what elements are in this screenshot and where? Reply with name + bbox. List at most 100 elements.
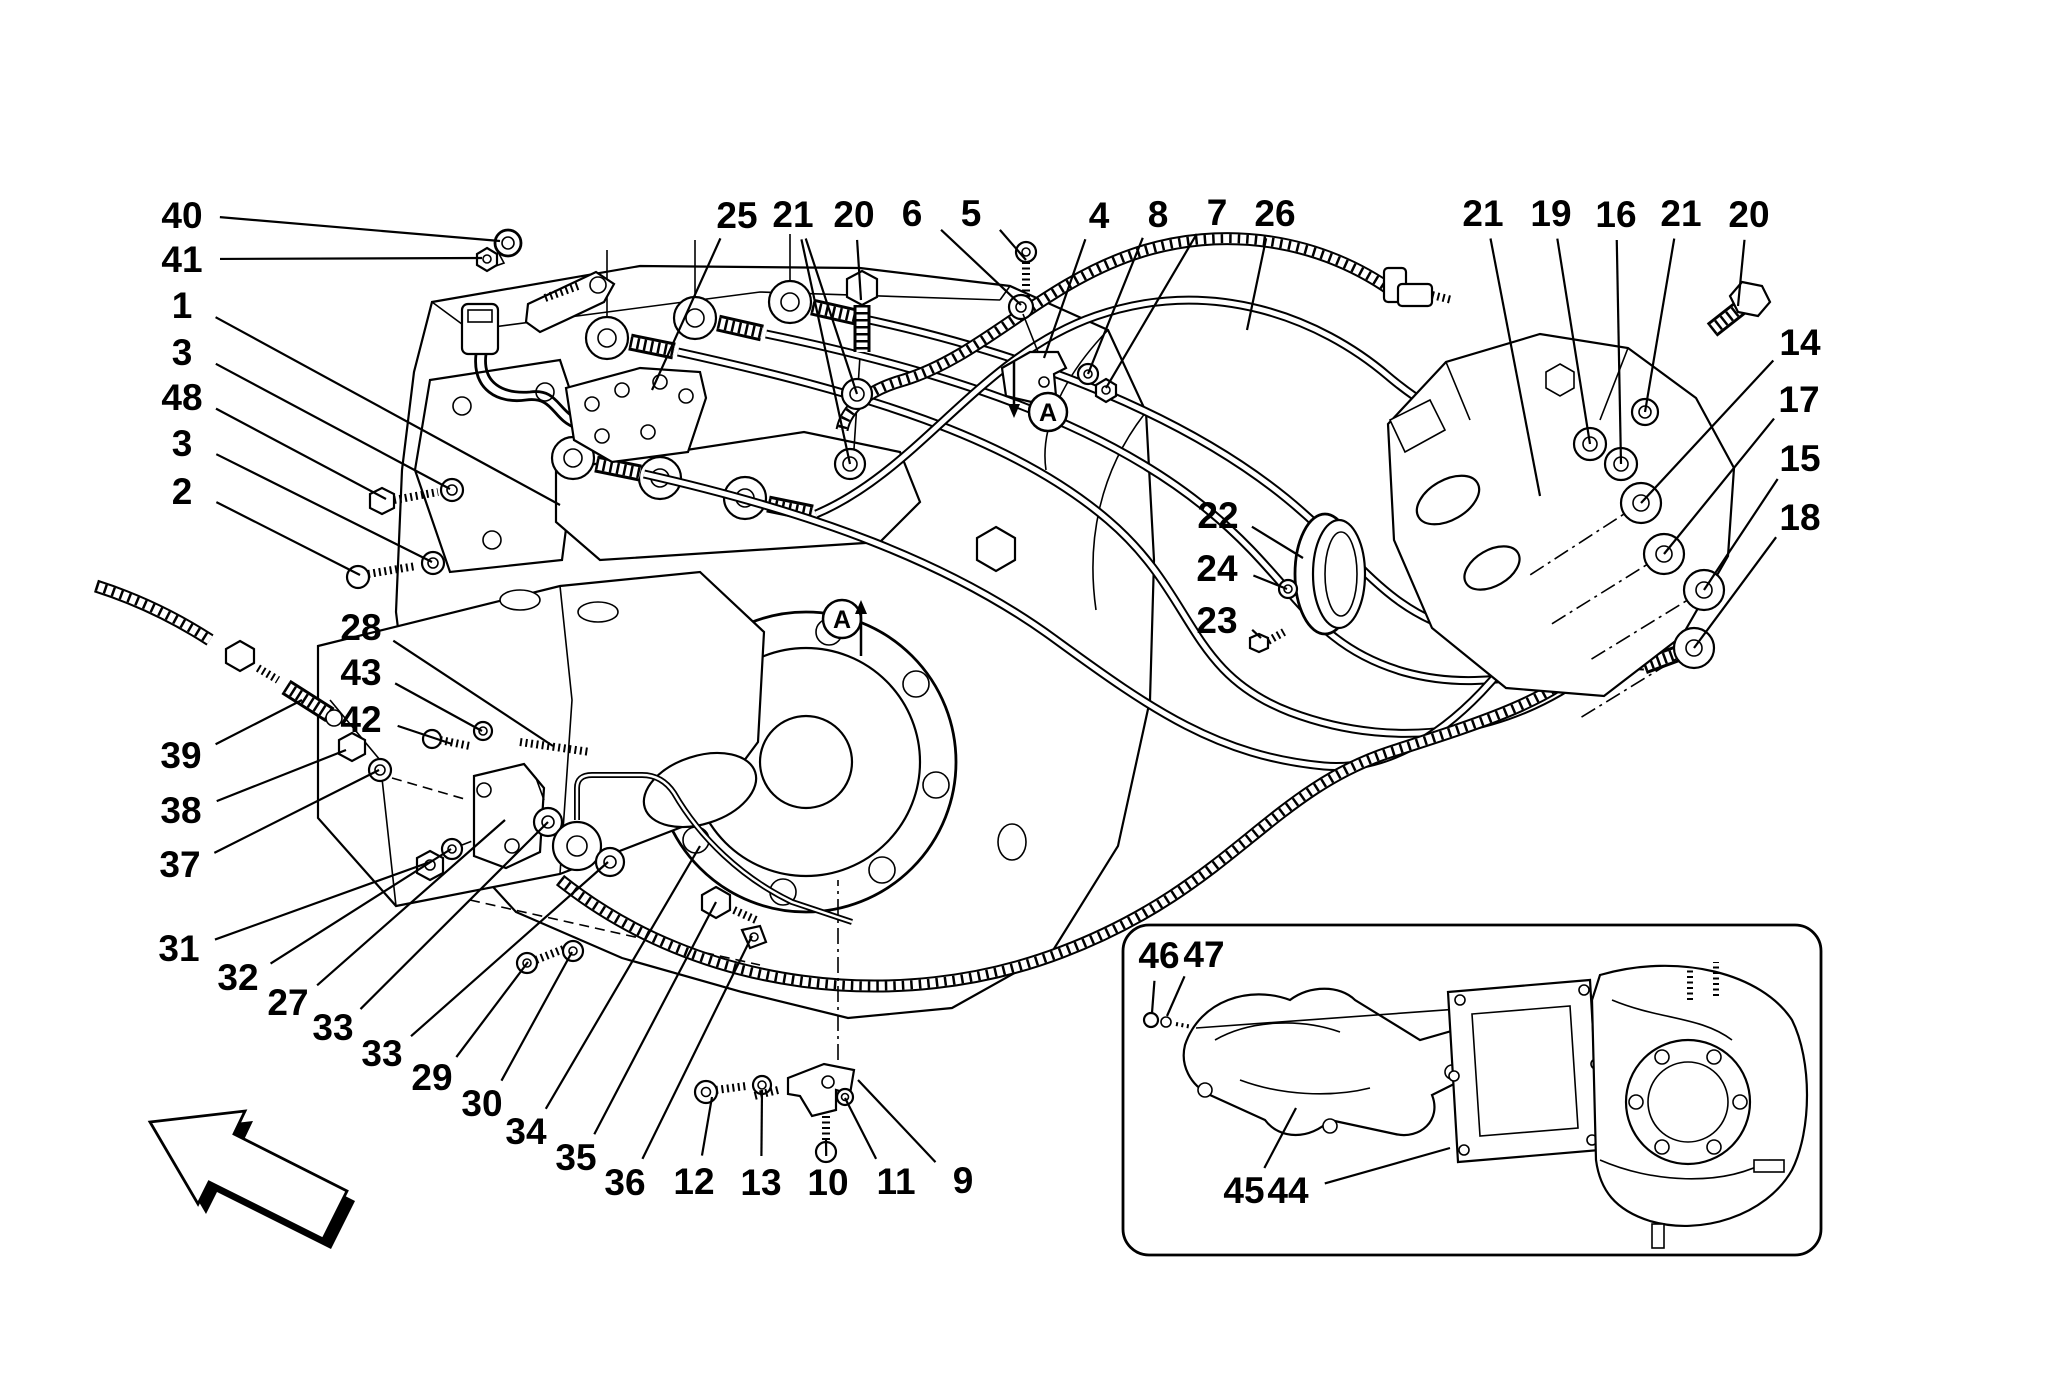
gasket-hole [1454, 994, 1466, 1006]
callout-leader-40 [219, 216, 501, 243]
callout-label-29: 29 [411, 1057, 452, 1098]
actuator-port [1463, 545, 1521, 591]
gasket-plate [1446, 978, 1602, 1164]
braided-hose [557, 652, 1600, 991]
assembly-axis [1529, 502, 1642, 576]
callout-label-2: 2 [172, 471, 193, 512]
washer-hole [840, 1092, 850, 1102]
callout-leader-28 [392, 639, 554, 747]
callout-label-36: 36 [604, 1162, 645, 1203]
callout-leader-31 [214, 860, 431, 941]
nut [475, 246, 499, 273]
callout-leader-17 [1663, 417, 1775, 555]
top-fastener-parts [833, 240, 1118, 481]
hose-ferrule [628, 336, 676, 357]
diff-flange [1624, 1038, 1752, 1166]
flange-bolt-hole [922, 771, 950, 799]
plate-hole [614, 382, 630, 398]
callout-label-37: 37 [159, 844, 200, 885]
diff-flange-hole [1628, 1094, 1644, 1110]
callout-label-6: 6 [902, 193, 923, 234]
diff-flange-hole [1706, 1139, 1722, 1155]
flange-hub [758, 714, 854, 810]
callout-label-33: 33 [361, 1033, 402, 1074]
grommet-hole [1324, 531, 1358, 617]
callout-label-47: 47 [1183, 934, 1224, 975]
grommet-parts [1248, 512, 1367, 654]
callout-leader-48 [215, 407, 387, 500]
plate-hole [584, 396, 600, 412]
connector-wires [484, 353, 581, 422]
callout-label-21: 21 [1660, 193, 1701, 234]
braided-cable [94, 581, 213, 644]
actuator-line [1445, 347, 1629, 421]
diff-flange-inner [1647, 1061, 1729, 1143]
flange-bolt-hole [902, 670, 930, 698]
stop-bracket [1000, 350, 1068, 406]
callout-label-46: 46 [1138, 935, 1179, 976]
callout-label-22: 22 [1197, 495, 1238, 536]
rigid-pipe-inner [575, 773, 853, 924]
callout-label-9: 9 [953, 1160, 974, 1201]
hydraulic-hose [643, 471, 1588, 769]
washer-hole [478, 726, 488, 736]
connector-latch [467, 309, 493, 323]
diff-rib [1599, 1159, 1771, 1180]
callout-leader-33 [410, 861, 609, 1038]
mounting-bracket [786, 1062, 856, 1118]
callout-leader-21 [1489, 238, 1542, 497]
shield-ear-hole [1322, 1118, 1338, 1134]
cable-nut [224, 639, 256, 673]
pressure-switch-cluster [415, 720, 853, 975]
diff-leg [1753, 1159, 1785, 1173]
callout-label-25: 25 [716, 195, 757, 236]
heat-shield-contour [1214, 1022, 1371, 1095]
washer-hole [1015, 301, 1027, 313]
socket-screw-socket [1021, 247, 1031, 257]
callout-leader-32 [269, 848, 452, 965]
callout-label-17: 17 [1778, 379, 1819, 420]
callout-label-15: 15 [1779, 438, 1820, 479]
callout-leader-6 [940, 228, 1022, 306]
callout-label-13: 13 [740, 1162, 781, 1203]
casing-rib [1092, 411, 1147, 611]
callout-leader-21 [1643, 238, 1676, 413]
callout-leader-21 [804, 238, 859, 395]
callout-label-33: 33 [312, 1007, 353, 1048]
inset-panel [1121, 923, 1823, 1257]
actuator-hex-boss [1545, 363, 1575, 397]
top-left-parts [460, 228, 708, 464]
diff-flange-hole [1654, 1139, 1670, 1155]
callout-leader-37 [213, 769, 380, 854]
callout-leader-13 [760, 1089, 764, 1157]
switch-ear-hole [476, 782, 492, 798]
detail-marker-letter: A [833, 606, 851, 634]
callout-label-23: 23 [1196, 600, 1237, 641]
plate-hole [678, 388, 694, 404]
gasket-hole [1458, 1144, 1470, 1156]
diff-flange-hole [1706, 1049, 1722, 1065]
banjo-bolt [1706, 280, 1772, 337]
callout-leader-26 [1245, 238, 1268, 331]
braided-cables [555, 232, 1601, 993]
detail-markers-layer: AA [821, 362, 1069, 656]
callout-leader-9 [857, 1079, 937, 1163]
banjo-eye-hole [597, 328, 617, 348]
callout-label-21: 21 [1462, 193, 1503, 234]
detail-marker-letter: A [1039, 399, 1057, 427]
callout-leader-44 [1324, 1146, 1451, 1185]
screw-thread [543, 282, 580, 302]
callout-leader-21 [800, 239, 852, 465]
bolt-thread [1266, 628, 1286, 645]
callout-leader-5 [999, 229, 1027, 261]
seal-washer-hole [374, 764, 386, 776]
callout-leader-25 [650, 237, 722, 391]
callout-leader-27 [316, 819, 506, 987]
callout-label-19: 19 [1530, 193, 1571, 234]
callout-leader-7 [1105, 233, 1198, 389]
callout-label-27: 27 [267, 982, 308, 1023]
banjo-eye-hole [780, 292, 800, 312]
clip-hole [749, 932, 759, 942]
cover-plate [564, 366, 708, 464]
pressure-switch-step [523, 763, 545, 801]
